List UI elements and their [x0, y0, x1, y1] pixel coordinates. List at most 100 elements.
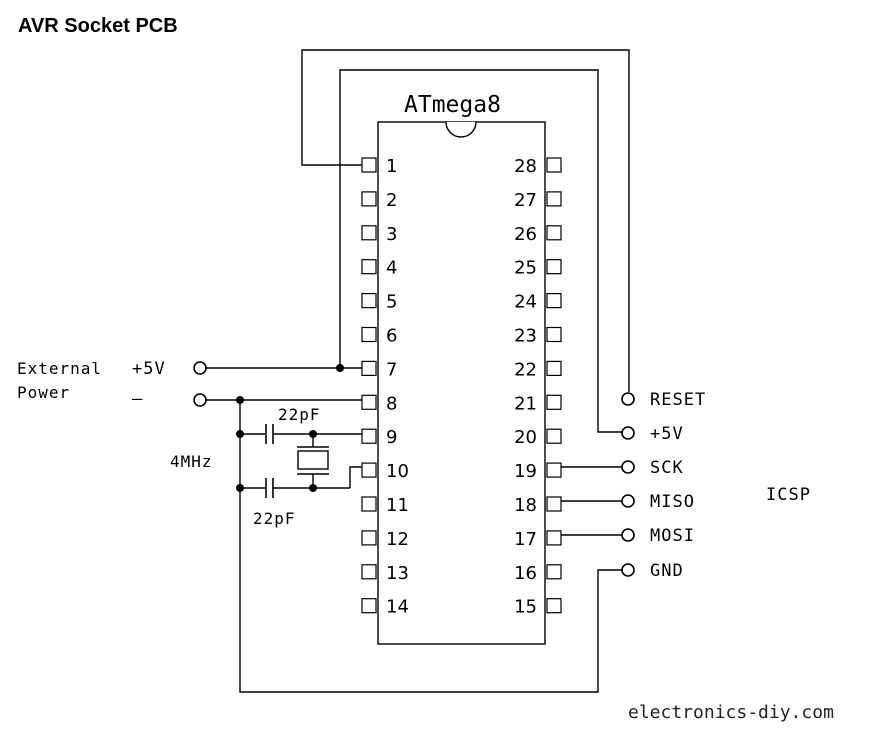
pin-number: 8: [386, 393, 397, 414]
junction-vcc: [336, 364, 344, 372]
ext-minus-terminal: [193, 393, 207, 407]
pin-pad: [546, 191, 562, 207]
right-pin: 16: [514, 563, 562, 584]
pin-number: 4: [386, 258, 397, 279]
left-pin: 3: [361, 224, 397, 245]
pin-pad: [546, 360, 562, 376]
ext-plus-label: +5V: [132, 359, 166, 379]
icsp-label: ICSP: [766, 485, 811, 505]
right-pin: 15: [514, 597, 562, 618]
left-pin: 7: [361, 359, 397, 380]
wire-pin10: [349, 466, 362, 488]
left-pin: 14: [361, 597, 409, 618]
right-pin: 27: [514, 190, 562, 211]
icsp-signal: RESET: [621, 390, 706, 410]
icsp-signal: MOSI: [621, 526, 694, 546]
pin-number: 20: [514, 427, 537, 448]
wire-reset: [301, 49, 630, 392]
right-pin: 19: [514, 461, 562, 482]
pin-number: 26: [514, 224, 537, 245]
xtal-body: [297, 450, 329, 470]
right-pin: 28: [514, 156, 562, 177]
pin-pad: [361, 293, 377, 309]
schematic-title: AVR Socket PCB: [18, 15, 178, 37]
icsp-terminal: [621, 392, 635, 406]
pin-number: 13: [386, 563, 409, 584]
pin-number: 1: [386, 156, 397, 177]
pin-number: 7: [386, 359, 397, 380]
icsp-signal: MISO: [621, 492, 694, 512]
pin-pad: [546, 394, 562, 410]
pin-number: 28: [514, 156, 537, 177]
left-pin: 8: [361, 393, 397, 414]
pin-pad: [546, 225, 562, 241]
pin-pad: [546, 530, 562, 546]
ext-plus-terminal: [193, 361, 207, 375]
ext-power-label-line2: Power: [17, 383, 70, 402]
pin-number: 11: [386, 495, 409, 516]
right-pin: 22: [514, 359, 562, 380]
left-pin: 13: [361, 563, 409, 584]
icsp-signal: SCK: [621, 458, 684, 478]
pin-pad: [361, 360, 377, 376]
pin-number: 5: [386, 292, 397, 313]
icsp-signal-label: GND: [650, 561, 684, 581]
cap-top-label: 22pF: [278, 405, 321, 424]
pin-pad: [361, 564, 377, 580]
icsp-signal-label: RESET: [650, 390, 706, 410]
crystal-4mhz: [297, 434, 329, 488]
watermark: electronics-diy.com: [628, 702, 834, 723]
cap-bottom-label: 22pF: [253, 509, 296, 528]
pin-pad: [546, 598, 562, 614]
icsp-terminal: [621, 494, 635, 508]
chip-name: ATmega8: [404, 92, 501, 118]
pin-pad: [361, 598, 377, 614]
icsp-signal: GND: [621, 561, 684, 581]
icsp-header: RESET +5V SCK MISO MOSI GND: [621, 390, 706, 581]
chip-body: [377, 121, 546, 645]
pin-number: 3: [386, 224, 397, 245]
pin-number: 14: [386, 597, 409, 618]
pin-pad: [361, 326, 377, 343]
pin-pad: [546, 462, 562, 478]
pin-pad: [546, 428, 562, 444]
pin-pad: [361, 462, 377, 478]
pin-number: 18: [514, 495, 537, 516]
pin-pad: [361, 259, 377, 275]
atmega8-chip: ATmega8: [377, 92, 546, 645]
right-pin: 24: [514, 292, 562, 313]
pin-pad: [546, 326, 562, 343]
wire-vcc-icsp: [339, 69, 622, 433]
pin-pad: [361, 530, 377, 546]
pin-number: 9: [386, 427, 397, 448]
left-pin: 4: [361, 258, 397, 279]
chip-notch: [445, 121, 477, 138]
pin-pad: [361, 394, 377, 410]
pin-number: 21: [514, 393, 537, 414]
left-pin: 12: [361, 529, 409, 550]
right-pin: 18: [514, 495, 562, 516]
pin-pad: [361, 157, 377, 173]
left-pin: 6: [361, 326, 397, 347]
pin-pad: [546, 157, 562, 173]
right-pin: 20: [514, 427, 562, 448]
icsp-terminal: [621, 528, 635, 542]
right-pin: 26: [514, 224, 562, 245]
pin-number: 27: [514, 190, 537, 211]
icsp-signal: +5V: [621, 424, 684, 444]
left-pin: 9: [361, 427, 397, 448]
right-pin: 17: [514, 529, 562, 550]
pin-pad: [546, 564, 562, 580]
pin-pad: [361, 191, 377, 207]
pin-number: 2: [386, 190, 397, 211]
ext-minus-label: –: [132, 389, 143, 409]
icsp-signal-label: +5V: [650, 424, 684, 444]
pin-number: 6: [386, 326, 397, 347]
icsp-signal-label: SCK: [650, 458, 684, 478]
wiring: [206, 49, 630, 693]
left-pin: 11: [361, 495, 409, 516]
